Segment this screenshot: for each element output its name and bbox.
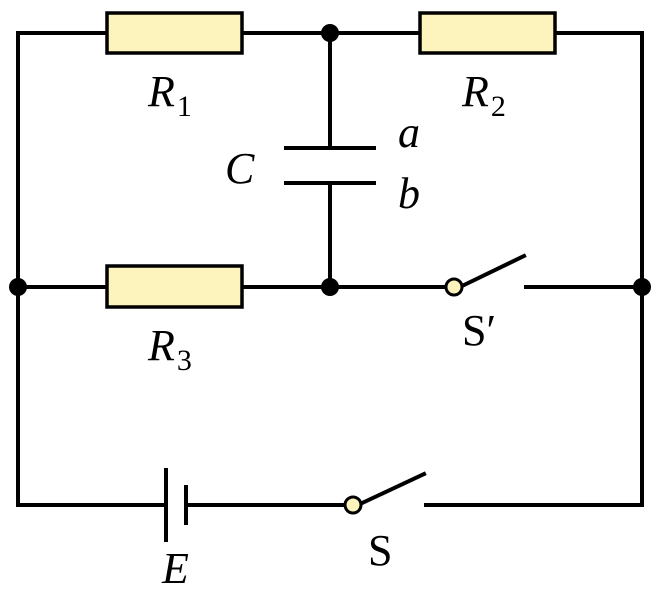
label-switch-s-prime: S′	[462, 306, 496, 355]
label-switch-s: S	[368, 526, 392, 575]
label-plate-a: a	[398, 108, 420, 157]
switch-s-prime-pivot	[444, 277, 464, 297]
switch-s-lever	[357, 471, 427, 507]
junction-middle	[321, 278, 339, 296]
switch-s-pivot	[343, 495, 363, 515]
label-battery: E	[161, 544, 189, 592]
junction-left	[9, 278, 27, 296]
label-r2: R2	[461, 67, 506, 123]
label-capacitor: C	[225, 144, 255, 193]
resistor-r3	[105, 264, 244, 309]
junction-right	[633, 278, 651, 296]
label-plate-b: b	[398, 169, 420, 218]
resistor-r1	[105, 11, 244, 55]
resistor-r2	[418, 11, 557, 55]
junction-top	[321, 24, 339, 42]
label-r1: R1	[147, 67, 192, 123]
label-r3: R3	[147, 321, 192, 377]
switch-s-prime-lever	[459, 253, 527, 289]
